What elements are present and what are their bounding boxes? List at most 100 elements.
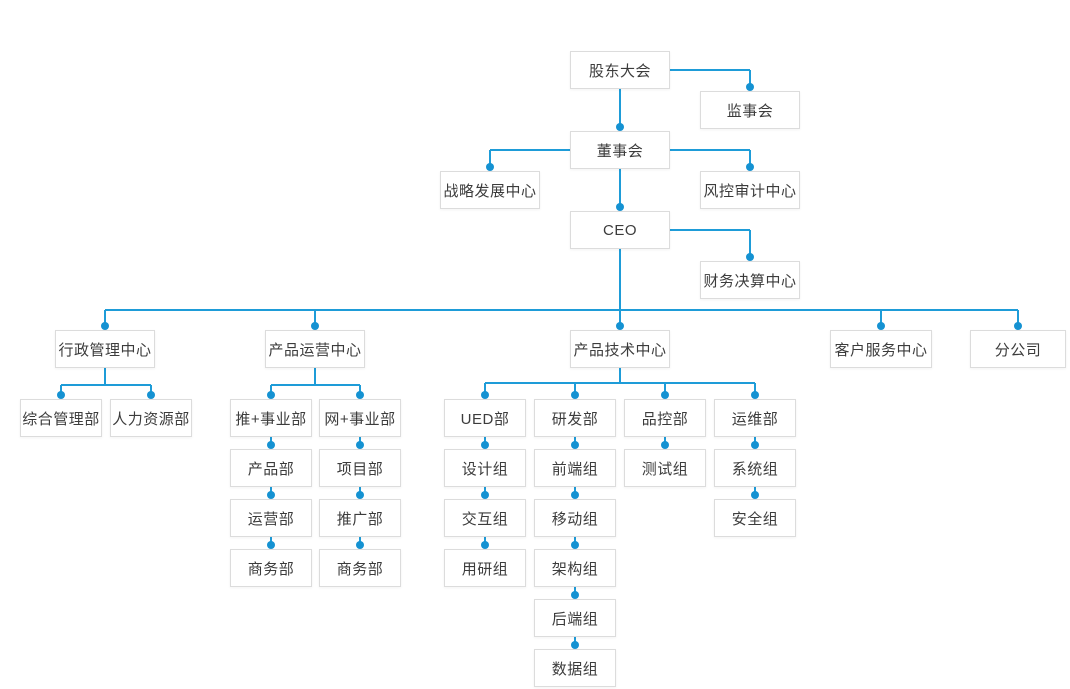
org-node-testing-group[interactable]: 测试组 (624, 449, 706, 487)
org-node-tui-business-dept[interactable]: 推+事业部 (230, 399, 312, 437)
connector-dot (1014, 322, 1022, 330)
org-node-label: 测试组 (641, 460, 689, 478)
org-node-finance-settlement-center[interactable]: 财务决算中心 (700, 261, 800, 299)
org-node-business-dept-right[interactable]: 商务部 (319, 549, 401, 587)
org-node-product-dept[interactable]: 产品部 (230, 449, 312, 487)
org-node-label: 分公司 (994, 341, 1042, 359)
connector-line (574, 383, 576, 395)
connector-line (880, 310, 882, 326)
org-node-admin-management-center[interactable]: 行政管理中心 (55, 330, 155, 368)
org-node-label: 系统组 (731, 460, 779, 478)
org-node-label: 监事会 (726, 102, 774, 120)
org-node-security-group[interactable]: 安全组 (714, 499, 796, 537)
connector-dot (751, 391, 759, 399)
connector-line (484, 383, 486, 395)
connector-line (749, 150, 751, 167)
org-node-label: 产品技术中心 (573, 341, 667, 359)
connector-line (150, 385, 152, 395)
connector-line (619, 89, 621, 127)
org-node-label: 后端组 (551, 610, 599, 628)
org-node-frontend-group[interactable]: 前端组 (534, 449, 616, 487)
org-node-general-management-dept[interactable]: 综合管理部 (20, 399, 102, 437)
org-node-label: 用研组 (461, 560, 509, 578)
connector-dot (481, 391, 489, 399)
org-node-design-group[interactable]: 设计组 (444, 449, 526, 487)
connector-line (619, 310, 621, 326)
org-node-label: 研发部 (551, 410, 599, 428)
connector-line (489, 150, 491, 167)
connector-dot (746, 83, 754, 91)
connector-line (619, 249, 621, 310)
org-node-business-dept-left[interactable]: 商务部 (230, 549, 312, 587)
org-node-label: 运营部 (247, 510, 295, 528)
org-node-project-dept[interactable]: 项目部 (319, 449, 401, 487)
connector-line (670, 149, 750, 151)
connector-dot (147, 391, 155, 399)
org-node-strategy-development-center[interactable]: 战略发展中心 (440, 171, 540, 209)
org-node-label: 行政管理中心 (58, 341, 152, 359)
connector-line (314, 368, 316, 385)
org-node-wang-business-dept[interactable]: 网+事业部 (319, 399, 401, 437)
org-node-label: 客户服务中心 (834, 341, 928, 359)
connector-dot (571, 391, 579, 399)
org-node-backend-group[interactable]: 后端组 (534, 599, 616, 637)
org-node-system-group[interactable]: 系统组 (714, 449, 796, 487)
connector-dot (877, 322, 885, 330)
connector-line (60, 385, 62, 395)
org-node-quality-control-dept[interactable]: 品控部 (624, 399, 706, 437)
connector-line (270, 385, 272, 395)
connector-dot (356, 391, 364, 399)
org-node-label: 网+事业部 (324, 410, 396, 428)
org-node-label: 架构组 (551, 560, 599, 578)
org-node-branch-company[interactable]: 分公司 (970, 330, 1066, 368)
org-node-promotion-dept[interactable]: 推广部 (319, 499, 401, 537)
connector-dot (616, 322, 624, 330)
org-node-user-research-group[interactable]: 用研组 (444, 549, 526, 587)
connector-line (61, 384, 151, 386)
org-node-interaction-group[interactable]: 交互组 (444, 499, 526, 537)
org-node-label: 数据组 (551, 660, 599, 678)
org-node-label: 董事会 (596, 142, 644, 160)
org-node-label: UED部 (460, 410, 510, 428)
connector-line (490, 149, 570, 151)
connector-line (749, 230, 751, 257)
org-node-label: 战略发展中心 (443, 182, 537, 200)
connector-line (314, 310, 316, 326)
org-node-board-of-directors[interactable]: 董事会 (570, 131, 670, 169)
connector-line (104, 368, 106, 385)
connector-dot (571, 641, 579, 649)
org-node-supervisory-board[interactable]: 监事会 (700, 91, 800, 129)
org-node-product-tech-center[interactable]: 产品技术中心 (570, 330, 670, 368)
org-node-architecture-group[interactable]: 架构组 (534, 549, 616, 587)
org-node-customer-service-center[interactable]: 客户服务中心 (830, 330, 932, 368)
connector-dot (616, 203, 624, 211)
connector-dot (661, 441, 669, 449)
connector-dot (101, 322, 109, 330)
connector-dot (571, 441, 579, 449)
connector-dot (267, 491, 275, 499)
org-node-rd-dept[interactable]: 研发部 (534, 399, 616, 437)
connector-dot (751, 491, 759, 499)
org-node-ceo[interactable]: CEO (570, 211, 670, 249)
org-node-product-operation-center[interactable]: 产品运营中心 (265, 330, 365, 368)
org-node-operation-dept[interactable]: 运营部 (230, 499, 312, 537)
connector-dot (57, 391, 65, 399)
connector-line (670, 69, 750, 71)
org-node-ops-dept[interactable]: 运维部 (714, 399, 796, 437)
org-node-risk-audit-center[interactable]: 风控审计中心 (700, 171, 800, 209)
org-node-data-group[interactable]: 数据组 (534, 649, 616, 687)
connector-dot (571, 541, 579, 549)
connector-line (105, 309, 1018, 311)
org-node-ued-dept[interactable]: UED部 (444, 399, 526, 437)
org-node-shareholders-meeting[interactable]: 股东大会 (570, 51, 670, 89)
org-node-mobile-group[interactable]: 移动组 (534, 499, 616, 537)
connector-dot (751, 441, 759, 449)
connector-dot (571, 491, 579, 499)
connector-line (754, 383, 756, 395)
connector-line (1017, 310, 1019, 326)
org-node-label: 运维部 (731, 410, 779, 428)
org-node-hr-dept[interactable]: 人力资源部 (110, 399, 192, 437)
org-node-label: 财务决算中心 (703, 272, 797, 290)
connector-dot (481, 491, 489, 499)
connector-line (271, 384, 360, 386)
